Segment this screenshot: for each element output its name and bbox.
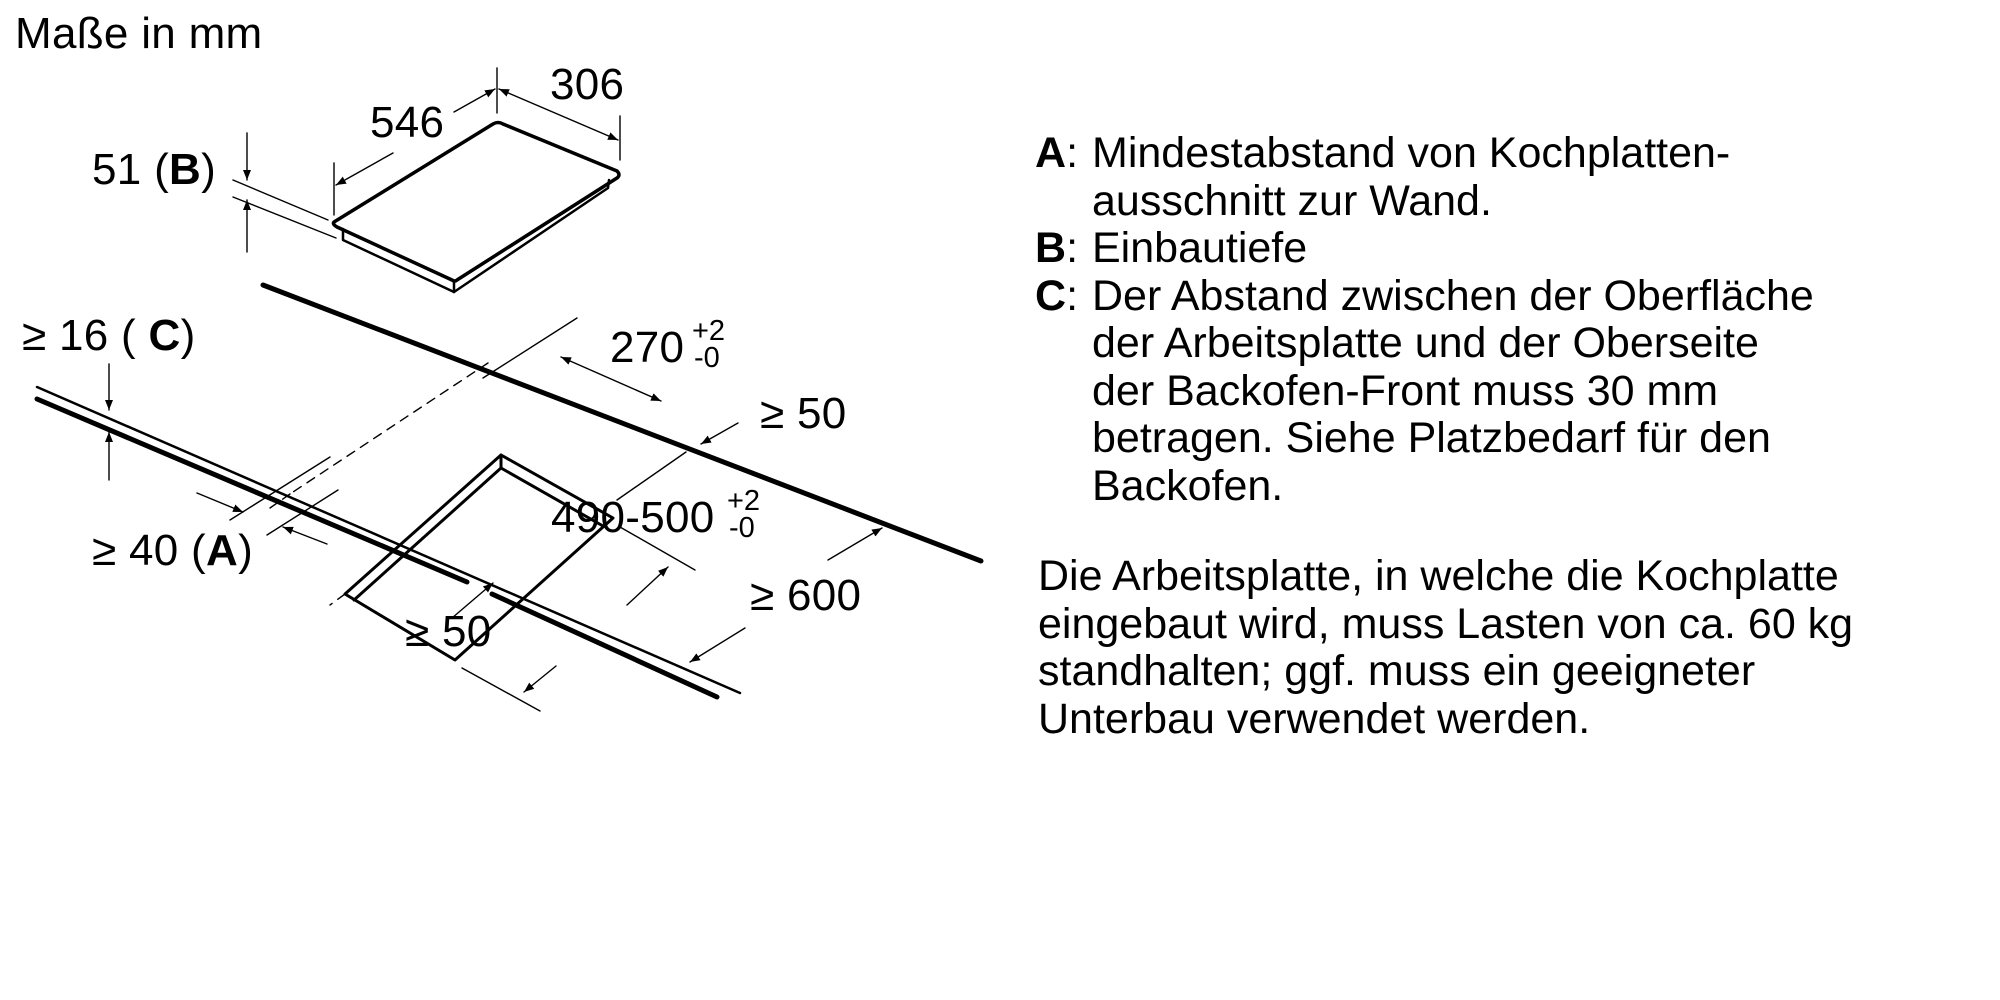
load-bearing-note: Die Arbeitsplatte, in welche die Kochpla… — [1038, 552, 1854, 743]
worktop-front-edge-thick-1 — [34, 396, 470, 585]
label-depth-B: 51 (B) — [92, 145, 217, 194]
dim-hob-length — [498, 88, 621, 161]
legend-text: Der Abstand zwischen der Oberfläche der … — [1092, 271, 1814, 510]
tolerance-minus-width: -0 — [694, 342, 720, 374]
thickness-key: C — [148, 311, 181, 360]
worktop-front-edge-thin — [35, 385, 742, 695]
page-title: Maße in mm — [15, 9, 263, 58]
depth-value: 51 — [92, 145, 142, 194]
thickness-value: ≥ 16 — [22, 311, 109, 360]
tolerance-plus-length: +2 — [727, 485, 761, 517]
dim-depth-B — [232, 132, 337, 253]
tolerance-minus-length: -0 — [729, 512, 755, 544]
dim-side-clearance-front — [451, 582, 494, 619]
label-cutout-length: 490-500 — [551, 493, 715, 542]
dim-side-clearance-right — [700, 422, 739, 445]
label-hob-length: 306 — [550, 60, 625, 109]
worktop-front-edge-thick-2 — [489, 591, 720, 700]
dim-wall-distance-A — [196, 456, 339, 545]
dim-cutout-width — [482, 317, 687, 501]
label-side-clearance-front: ≥ 50 — [405, 607, 492, 656]
dim-cutout-length — [461, 526, 696, 712]
label-worktop-depth: ≥ 600 — [750, 571, 862, 620]
dim-worktop-depth — [689, 527, 883, 663]
label-wall-distance-A: ≥ 40 (A) — [92, 526, 254, 575]
label-hob-width: 546 — [370, 98, 445, 147]
label-thickness-C: ≥ 16 ( C) — [22, 311, 196, 360]
wall-distance-key: A — [206, 526, 239, 575]
tolerance-plus-width: +2 — [692, 315, 726, 347]
legend-key: C: — [1035, 271, 1079, 320]
legend-key: A: — [1035, 129, 1079, 177]
cutout-projection-dashed — [269, 362, 489, 606]
legend-text: Mindestabstand von Kochplatten- ausschni… — [1092, 129, 1731, 225]
legend: A: Mindestabstand von Kochplatten- aussc… — [1035, 129, 1975, 511]
worktop-back-edge — [260, 282, 984, 564]
cutout-outline — [343, 453, 615, 662]
dim-hob-width — [333, 67, 498, 216]
legend-item-C: C: Der Abstand zwischen der Oberfläche d… — [1035, 271, 1975, 511]
label-cutout-width: 270 — [610, 323, 685, 372]
wall-distance-value: ≥ 40 — [92, 526, 179, 575]
legend-item-A: A: Mindestabstand von Kochplatten- aussc… — [1035, 129, 1975, 225]
legend-key: B: — [1035, 224, 1079, 272]
hob-outline — [331, 120, 621, 294]
legend-item-B: B: Einbautiefe — [1035, 224, 1975, 273]
label-side-clearance-right: ≥ 50 — [760, 389, 847, 438]
depth-key: B — [169, 145, 202, 194]
installation-drawing — [34, 67, 984, 712]
legend-text: Einbautiefe — [1092, 224, 1308, 272]
